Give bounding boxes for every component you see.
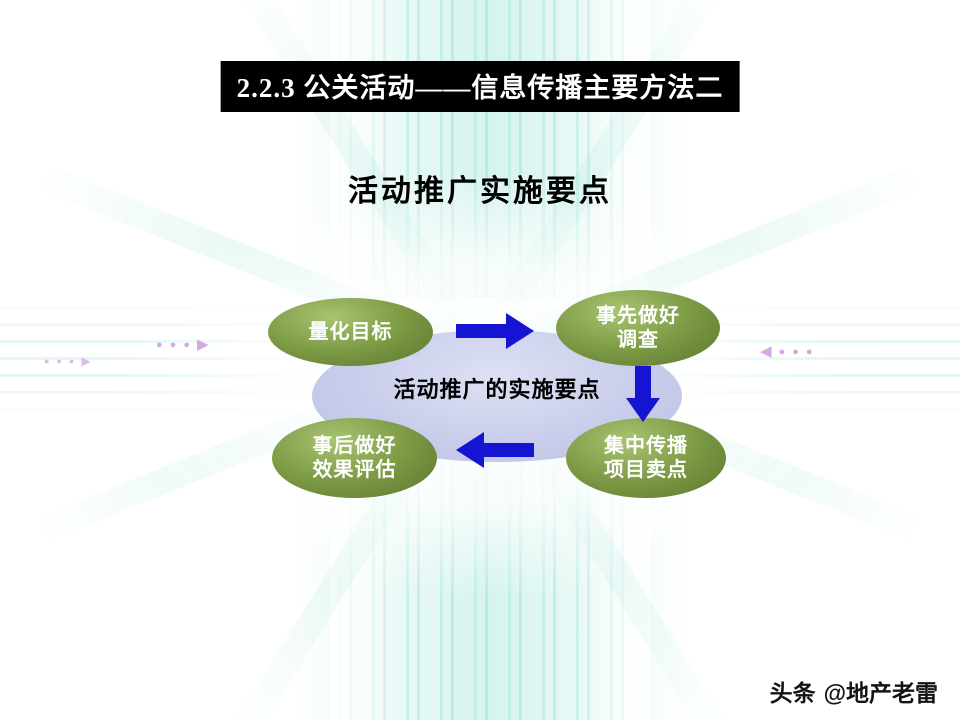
node-label: 事先做好 <box>596 305 680 327</box>
node-label: 集中传播 <box>604 435 688 457</box>
dot-icon: ● <box>156 339 163 351</box>
node-concentrated-promotion: 集中传播 项目卖点 <box>566 418 726 498</box>
slide-title: 2.2.3 公关活动——信息传播主要方法二 <box>220 61 740 112</box>
dotted-arrow-left-small: ● ● ● ▶ <box>44 355 91 367</box>
node-quantify-goals: 量化目标 <box>268 298 433 366</box>
dot-icon: ● <box>805 346 813 358</box>
arrow-right-icon: ▶ <box>196 337 209 353</box>
node-post-evaluation: 事后做好 效果评估 <box>272 418 437 498</box>
slide-subtitle: 活动推广实施要点 <box>348 175 612 208</box>
node-label: 调查 <box>617 329 659 351</box>
watermark-brand: 头条 <box>769 680 816 706</box>
flow-arrow-right-icon <box>456 313 534 349</box>
node-label: 效果评估 <box>312 459 397 481</box>
watermark: 头条 @地产老雷 <box>770 674 938 708</box>
flow-arrow-left-icon <box>456 432 534 468</box>
node-label: 量化目标 <box>308 321 393 343</box>
dot-icon: ● <box>792 346 799 358</box>
flow-arrow-down-icon <box>626 366 660 422</box>
node-advance-survey: 事先做好 调查 <box>556 290 720 366</box>
center-ellipse-label: 活动推广的实施要点 <box>393 377 601 402</box>
arrow-right-icon: ▶ <box>81 354 91 368</box>
dot-icon: ● <box>778 346 786 358</box>
dotted-arrow-left: ● ● ● ▶ <box>156 338 209 353</box>
dot-icon: ● <box>44 355 50 366</box>
dotted-arrow-right: ◀ ● ● ● <box>760 345 813 360</box>
arrow-left-icon: ◀ <box>760 344 772 360</box>
watermark-handle: @地产老雷 <box>823 680 938 706</box>
dot-icon: ● <box>183 339 190 351</box>
node-label: 项目卖点 <box>604 459 688 481</box>
dot-icon: ● <box>56 355 62 366</box>
dot-icon: ● <box>169 339 177 351</box>
dot-icon: ● <box>68 355 75 366</box>
node-label: 事后做好 <box>312 435 397 457</box>
